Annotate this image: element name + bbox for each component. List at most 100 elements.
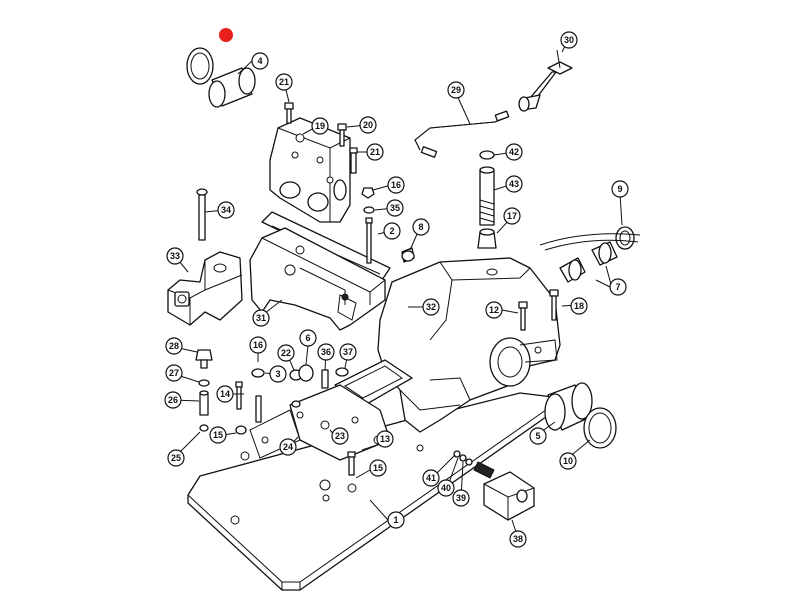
svg-text:21: 21 [370,147,380,157]
callout-20: 20 [359,116,377,134]
svg-text:29: 29 [451,85,461,95]
svg-text:42: 42 [509,147,519,157]
solenoid-valve-38 [453,450,535,521]
svg-text:15: 15 [373,463,383,473]
svg-text:21: 21 [279,77,289,87]
svg-text:3: 3 [275,369,280,379]
svg-text:10: 10 [563,456,573,466]
svg-text:32: 32 [426,302,436,312]
svg-text:27: 27 [169,368,179,378]
callout-4: 4 [251,52,269,70]
callout-42: 42 [505,143,523,161]
svg-text:9: 9 [617,184,622,194]
svg-text:19: 19 [315,121,325,131]
callout-1: 1 [387,511,405,529]
callout-15b: 15 [369,459,387,477]
callout-34: 34 [217,201,235,219]
svg-text:5: 5 [535,431,540,441]
svg-text:2: 2 [389,226,394,236]
sleeve-5 [544,382,617,449]
callout-2: 2 [383,222,401,240]
callout-30: 30 [560,31,578,49]
callout-25: 25 [167,449,185,467]
callout-14: 14 [216,385,234,403]
callout-17: 17 [503,207,521,225]
svg-text:8: 8 [418,222,423,232]
svg-text:30: 30 [564,35,574,45]
svg-text:6: 6 [305,333,310,343]
svg-text:16: 16 [253,340,263,350]
callout-36: 36 [317,343,335,361]
callout-40: 40 [437,479,455,497]
lift-housing [377,257,561,433]
svg-text:14: 14 [220,389,230,399]
callout-39: 39 [452,489,470,507]
svg-text:7: 7 [615,282,620,292]
callout-9: 9 [611,180,629,198]
svg-text:16: 16 [391,180,401,190]
callout-16b: 16 [387,176,405,194]
valve-block [269,117,351,223]
callout-41: 41 [422,469,440,487]
pipe-29 [414,110,510,158]
svg-text:34: 34 [221,205,231,215]
svg-text:41: 41 [426,473,436,483]
bolts-right [347,289,559,476]
sleeve-4 [186,47,256,108]
callouts: 1 2 3 4 5 6 7 8 9 10 11 12 13 14 15 15 1… [164,31,629,548]
svg-text:4: 4 [257,56,262,66]
svg-text:31: 31 [256,313,266,323]
callout-19: 19 [311,117,329,135]
svg-text:39: 39 [456,493,466,503]
callout-28: 28 [165,337,183,355]
callout-24: 24 [279,438,297,456]
stud-43 [477,150,497,249]
callout-38: 38 [509,530,527,548]
callout-13: 13 [376,430,394,448]
callout-27: 27 [165,364,183,382]
red-marker-dot [219,28,233,42]
callout-8: 8 [412,218,430,236]
svg-text:33: 33 [170,251,180,261]
svg-text:43: 43 [509,179,519,189]
svg-text:12: 12 [489,305,499,315]
svg-text:22: 22 [281,348,291,358]
callout-15a: 15 [209,426,227,444]
callout-32: 32 [422,298,440,316]
callout-16a: 16 [249,336,267,354]
bolts-top [284,102,415,264]
callout-35: 35 [386,199,404,217]
callout-18: 18 [570,297,588,315]
control-block [167,251,243,326]
small-parts-left [195,349,265,435]
callout-10: 10 [559,452,577,470]
callout-3: 3 [269,365,287,383]
svg-text:20: 20 [363,120,373,130]
callout-12: 12 [485,301,503,319]
callout-33: 33 [166,247,184,265]
svg-text:37: 37 [343,347,353,357]
svg-text:18: 18 [574,301,584,311]
svg-text:36: 36 [321,347,331,357]
callout-21a: 21 [275,73,293,91]
callout-7: 7 [609,278,627,296]
svg-text:40: 40 [441,483,451,493]
bracket-30 [518,49,573,112]
svg-text:26: 26 [168,395,178,405]
callout-21b: 21 [366,143,384,161]
svg-text:23: 23 [335,431,345,441]
callout-29: 29 [447,81,465,99]
callout-5: 5 [529,427,547,445]
cover-plate [249,359,413,461]
svg-text:38: 38 [513,534,523,544]
callout-6: 6 [299,329,317,347]
svg-text:13: 13 [380,434,390,444]
svg-text:1: 1 [393,515,398,525]
svg-text:24: 24 [283,442,293,452]
svg-text:35: 35 [390,203,400,213]
callout-23: 23 [331,427,349,445]
svg-text:25: 25 [171,453,181,463]
svg-text:28: 28 [169,341,179,351]
bushings-7 [539,226,641,283]
